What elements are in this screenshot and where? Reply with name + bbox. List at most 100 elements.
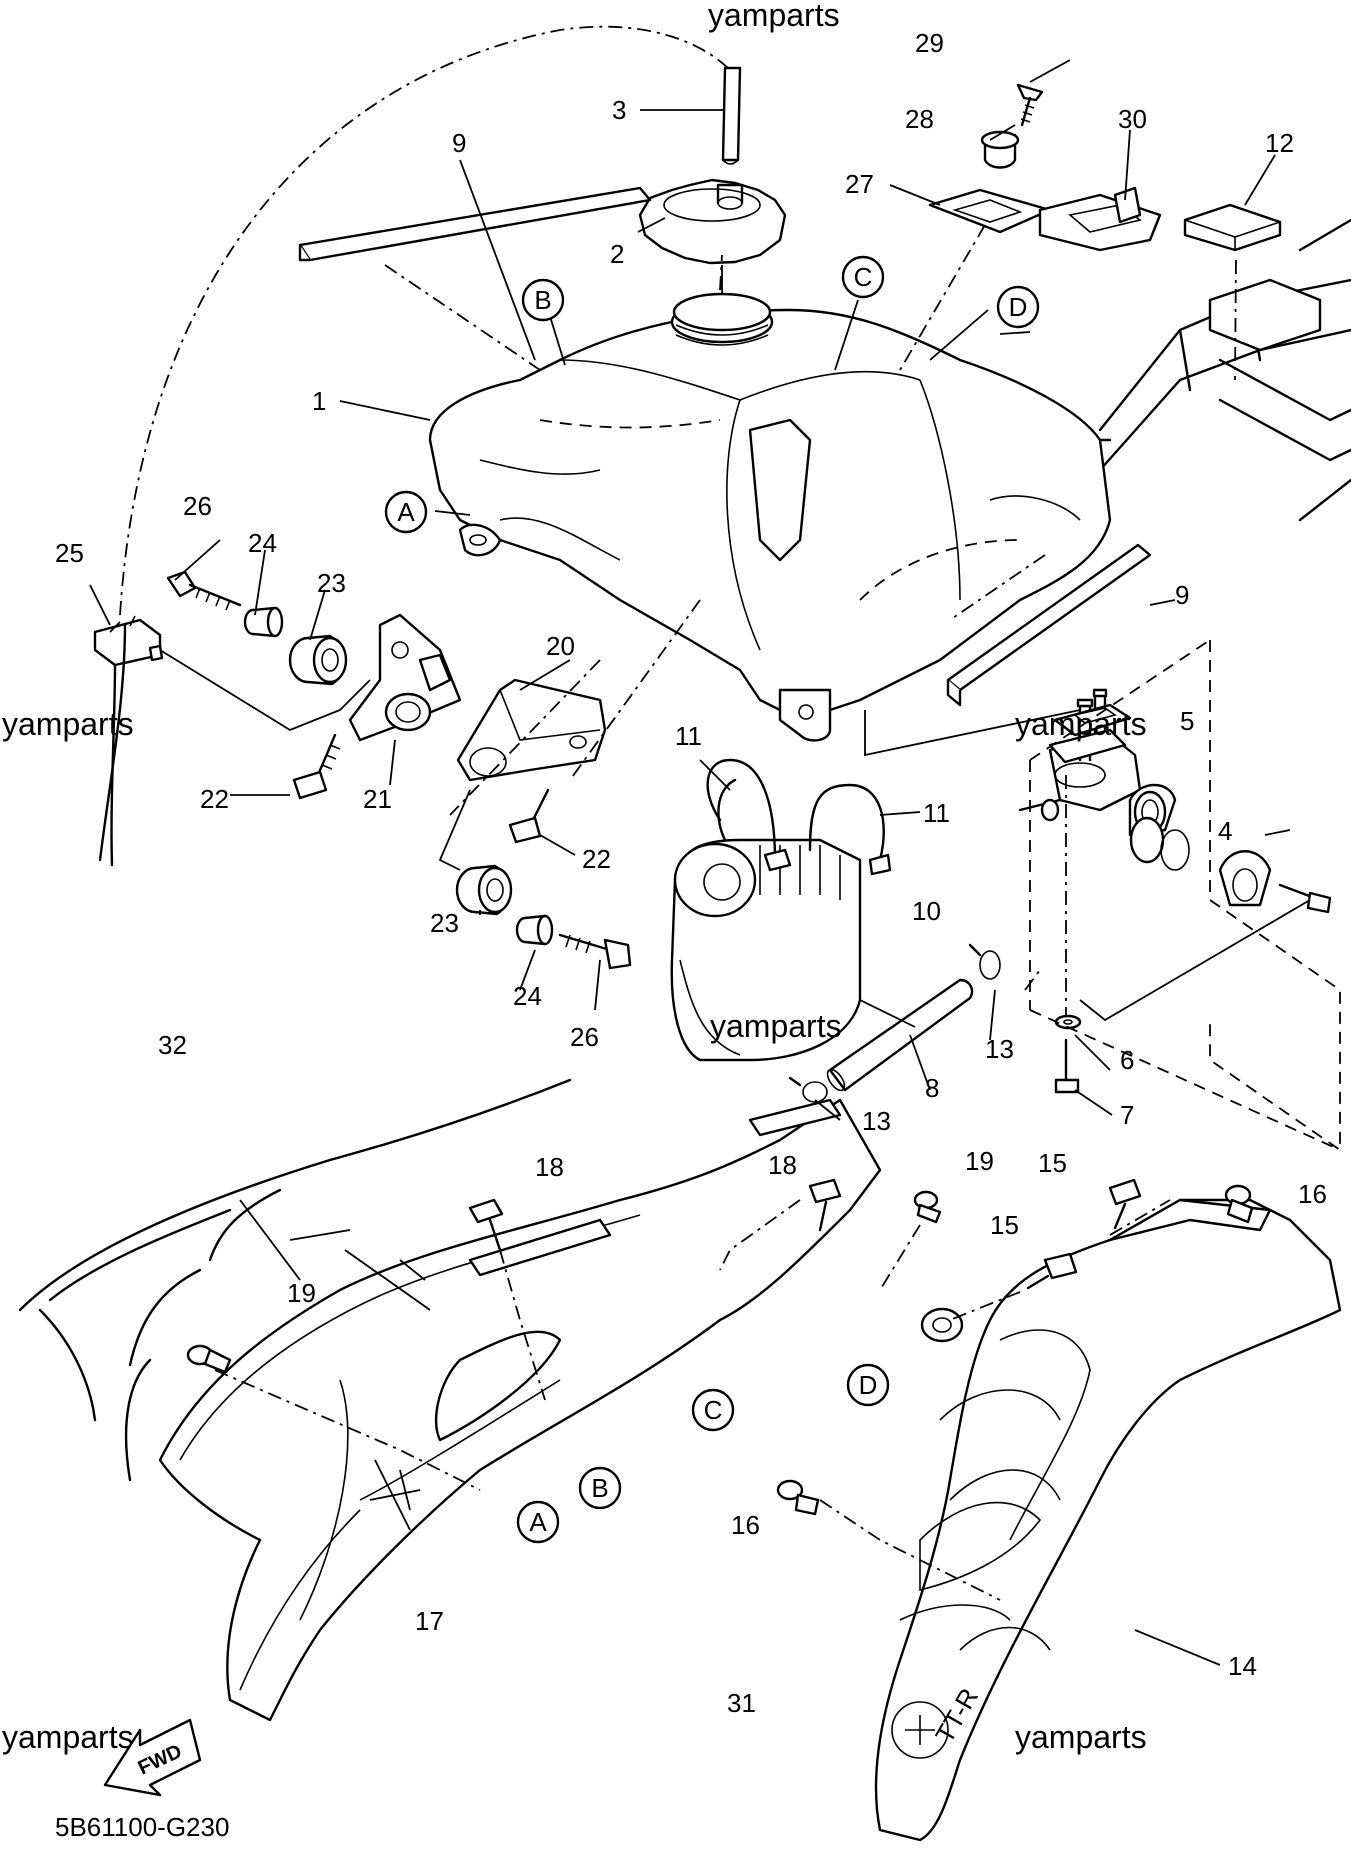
side-cover-17 <box>158 1098 882 1722</box>
part-label-11-left: 11 <box>675 721 702 751</box>
clamp-25 <box>93 615 164 667</box>
part-label-9-right: 9 <box>1175 580 1189 610</box>
watermark-bottom-left: yamparts <box>2 1719 134 1755</box>
part-label-26-bottom: 26 <box>570 1022 599 1052</box>
ref-c-tank: C <box>841 255 885 299</box>
part-label-16-bottom: 16 <box>731 1510 760 1540</box>
bolt-18-left <box>468 1198 504 1252</box>
gasket-5 <box>1053 703 1132 737</box>
svg-text:B: B <box>591 1473 608 1503</box>
band-11-right <box>808 783 892 876</box>
part-label-13-right: 13 <box>985 1034 1014 1064</box>
collar-28 <box>980 130 1020 169</box>
breather-hose <box>721 66 742 165</box>
hose-route-line <box>119 25 731 616</box>
ref-a-tank: A <box>384 490 428 534</box>
part-label-27: 27 <box>845 169 874 199</box>
part-label-6: 6 <box>1120 1045 1134 1075</box>
watermark-bottom-right: yamparts <box>1015 1719 1147 1755</box>
collar-24-bottom <box>515 914 554 946</box>
watermark-center: yamparts <box>710 1008 842 1044</box>
clip-13-bottom <box>788 1076 828 1103</box>
watermarks: yamparts yamparts yamparts yamparts yamp… <box>2 0 1147 1755</box>
screw-7 <box>1054 1038 1080 1094</box>
part-label-14: 14 <box>1228 1651 1257 1681</box>
svg-text:C: C <box>854 262 873 292</box>
band-clamp-27 <box>928 188 1052 234</box>
part-label-11-right: 11 <box>923 798 950 828</box>
part-label-22-left: 22 <box>200 784 229 814</box>
grommet-19-right <box>913 1190 942 1224</box>
grommet-16-top <box>1224 1184 1254 1224</box>
svg-text:D: D <box>1009 292 1028 322</box>
part-label-21: 21 <box>363 784 392 814</box>
part-label-12: 12 <box>1265 128 1294 158</box>
screw-29 <box>1016 83 1044 127</box>
reference-markers: A B C D A B C D <box>384 255 1040 1544</box>
graphic-32 <box>18 1078 572 1482</box>
damper-strip-right <box>946 543 1152 707</box>
part-label-8: 8 <box>925 1073 939 1103</box>
ref-d-tank: D <box>996 285 1040 329</box>
grommet-19-left <box>186 1344 232 1374</box>
bolt-15-top <box>1108 1178 1142 1230</box>
svg-text:A: A <box>529 1507 547 1537</box>
collar-24-top <box>243 606 284 638</box>
bolt-22-center <box>508 788 550 844</box>
part-label-4: 4 <box>1218 816 1232 846</box>
fuel-tank <box>428 292 1112 742</box>
ref-b-cover: B <box>578 1466 622 1510</box>
watermark-left: yamparts <box>2 706 134 742</box>
part-label-28: 28 <box>905 104 934 134</box>
o-rings <box>1129 816 1190 871</box>
part-label-15-mid: 15 <box>990 1210 1019 1240</box>
part-label-1: 1 <box>312 386 326 416</box>
collar-23-bottom <box>455 864 513 916</box>
band-30 <box>1038 186 1162 252</box>
part-label-26-top: 26 <box>183 491 212 521</box>
watermark-right: yamparts <box>1015 706 1147 742</box>
collar-23-top <box>288 634 348 686</box>
part-label-17: 17 <box>415 1606 444 1636</box>
part-label-9-top: 9 <box>452 128 466 158</box>
part-label-32: 32 <box>158 1030 187 1060</box>
band-11-left <box>706 758 792 872</box>
watermark-top: yamparts <box>708 0 840 33</box>
part-label-29: 29 <box>915 28 944 58</box>
bolt-22-left <box>292 733 341 800</box>
fuel-cap <box>638 178 787 295</box>
part-label-30: 30 <box>1118 104 1147 134</box>
fuel-hose-8 <box>826 978 974 1092</box>
part-label-16-top: 16 <box>1298 1179 1327 1209</box>
breather-hose-long <box>98 623 127 867</box>
part-label-13-bottom: 13 <box>862 1106 891 1136</box>
bolt-15-mid <box>1026 1252 1078 1290</box>
grommet-16-bottom <box>776 1479 820 1516</box>
part-label-5: 5 <box>1180 706 1194 736</box>
ref-c-cover: C <box>691 1388 735 1432</box>
assembly-lines <box>159 224 1341 1601</box>
canister-10 <box>670 838 862 1062</box>
part-label-18-left: 18 <box>535 1152 564 1182</box>
ref-b-tank: B <box>521 278 565 322</box>
svg-text:D: D <box>859 1370 878 1400</box>
svg-text:A: A <box>397 497 415 527</box>
fwd-arrow: FWD <box>103 1718 202 1797</box>
part-label-20: 20 <box>546 631 575 661</box>
part-label-19-left: 19 <box>287 1278 316 1308</box>
bolt-18-right <box>808 1178 842 1232</box>
part-label-22-center: 22 <box>582 844 611 874</box>
bracket-21 <box>348 613 462 742</box>
part-number-labels: 1 2 3 4 5 6 7 8 9 9 10 11 11 12 13 13 14… <box>55 28 1327 1718</box>
part-label-23-bottom: 23 <box>430 908 459 938</box>
part-label-7: 7 <box>1120 1100 1134 1130</box>
svg-text:B: B <box>534 285 551 315</box>
part-label-24-top: 24 <box>248 528 277 558</box>
pad-12 <box>1183 203 1282 252</box>
svg-text:C: C <box>704 1395 723 1425</box>
part-label-3: 3 <box>612 95 626 125</box>
drawing-code: 5B61100-G230 <box>55 1812 229 1842</box>
part-label-23-top: 23 <box>317 568 346 598</box>
part-label-10: 10 <box>912 896 941 926</box>
